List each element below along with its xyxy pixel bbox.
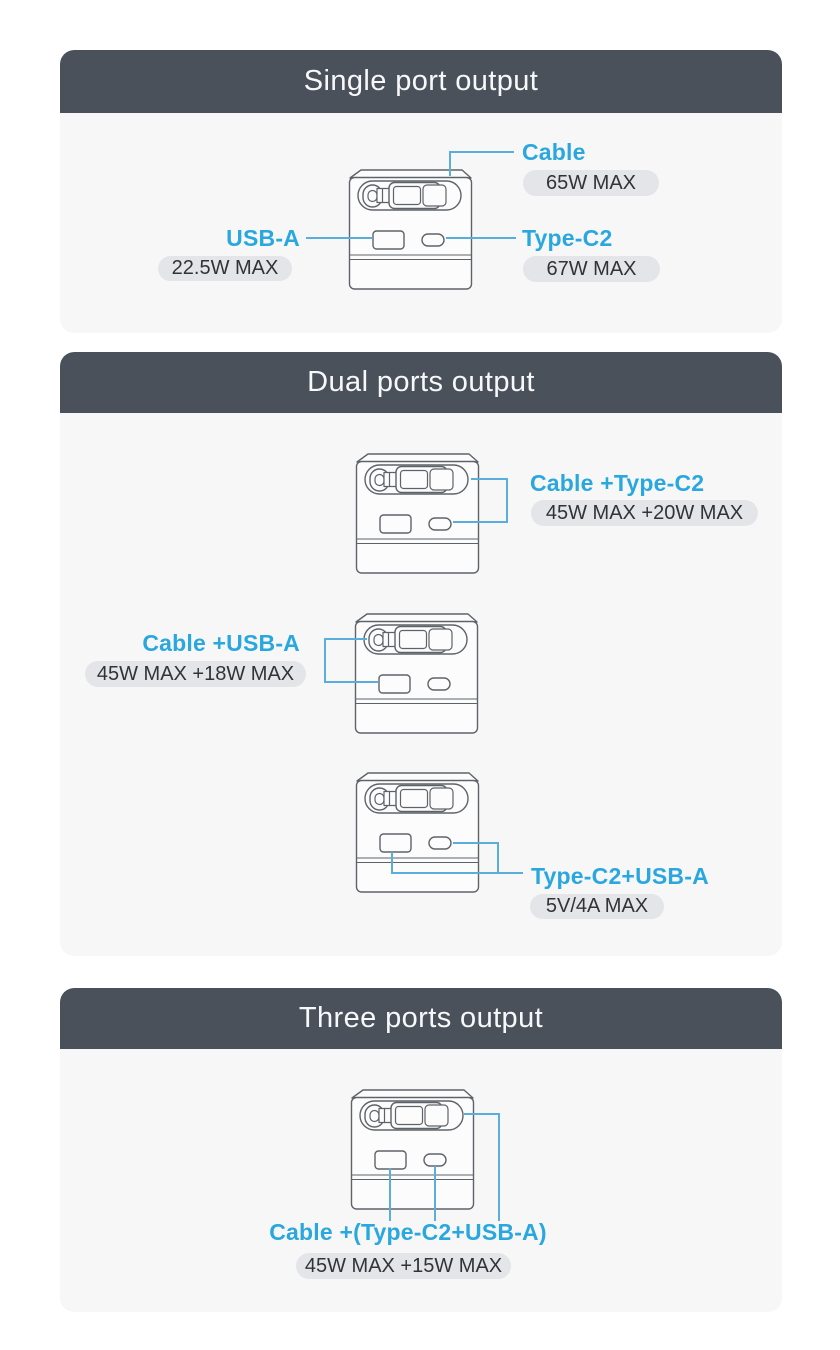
connector-line bbox=[453, 842, 499, 844]
connector-line bbox=[324, 638, 326, 683]
cable-max-badge: 65W MAX bbox=[523, 170, 659, 196]
connector-line bbox=[449, 151, 451, 176]
cable-typec2-max-badge: 45W MAX +20W MAX bbox=[531, 500, 758, 526]
powerbank-illustration bbox=[355, 452, 480, 574]
cable-typec2-label: Cable +Type-C2 bbox=[530, 470, 705, 496]
powerbank-illustration bbox=[355, 771, 480, 893]
usba-label: USB-A bbox=[226, 225, 300, 251]
section-single-port-header: Single port output bbox=[60, 50, 782, 113]
typec2-max-badge: 67W MAX bbox=[523, 256, 660, 282]
section-three-ports-header: Three ports output bbox=[60, 988, 782, 1049]
section-title: Dual ports output bbox=[307, 366, 535, 398]
connector-line bbox=[391, 852, 393, 874]
connector-line bbox=[325, 638, 367, 640]
connector-line bbox=[434, 1166, 436, 1221]
usba-max-badge: 22.5W MAX bbox=[158, 256, 292, 281]
connector-line bbox=[446, 237, 516, 239]
cable-typec2-usba-max-badge: 45W MAX +15W MAX bbox=[296, 1253, 511, 1279]
connector-line bbox=[506, 478, 508, 523]
connector-line bbox=[497, 842, 499, 874]
powerbank-illustration bbox=[354, 612, 479, 734]
typec2-label: Type-C2 bbox=[522, 225, 613, 251]
connector-line bbox=[450, 151, 514, 153]
connector-line bbox=[464, 1113, 500, 1115]
cable-usba-max-badge: 45W MAX +18W MAX bbox=[85, 661, 306, 687]
connector-line bbox=[306, 237, 372, 239]
typec2-usba-max-badge: 5V/4A MAX bbox=[530, 894, 664, 919]
cable-label: Cable bbox=[522, 139, 586, 165]
section-dual-ports-header: Dual ports output bbox=[60, 352, 782, 413]
connector-line bbox=[498, 1113, 500, 1221]
section-title: Single port output bbox=[303, 65, 539, 97]
powerbank-illustration bbox=[348, 168, 473, 290]
powerbank-illustration bbox=[350, 1088, 475, 1210]
cable-usba-label: Cable +USB-A bbox=[142, 630, 300, 656]
connector-line bbox=[389, 1168, 391, 1221]
section-title: Three ports output bbox=[298, 1002, 544, 1034]
connector-line bbox=[391, 872, 523, 874]
connector-line bbox=[453, 521, 508, 523]
section-dual-ports: Dual ports output bbox=[60, 352, 782, 956]
connector-line bbox=[471, 478, 508, 480]
connector-line bbox=[325, 681, 378, 683]
typec2-usba-label: Type-C2+USB-A bbox=[531, 863, 709, 889]
cable-typec2-usba-label: Cable +(Type-C2+USB-A) bbox=[269, 1219, 547, 1245]
